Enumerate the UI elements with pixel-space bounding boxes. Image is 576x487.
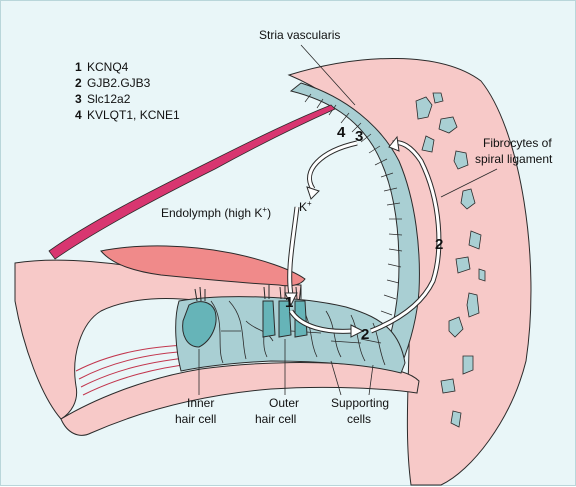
inner-hair-cell-shape bbox=[182, 301, 217, 348]
inner-hair-cell-label-line2: hair cell bbox=[175, 412, 216, 426]
legend: 1 KCNQ4 2 GJB2.GJB3 3 Slc12a2 4 KVLQT1, … bbox=[75, 60, 180, 122]
legend-text-3: Slc12a2 bbox=[87, 92, 131, 106]
stria-leader-line bbox=[300, 44, 356, 106]
outer-hair-cell-shape-1 bbox=[262, 300, 276, 338]
outer-hair-cell-label-line2: hair cell bbox=[255, 412, 296, 426]
endolymph-label: Endolymph (high K+) bbox=[161, 205, 271, 220]
reissners-membrane bbox=[48, 104, 336, 260]
outer-hair-cell-shape-2 bbox=[278, 300, 292, 338]
potassium-ion-label: K+ bbox=[299, 199, 312, 214]
legend-text-1: KCNQ4 bbox=[87, 60, 129, 74]
k-recycling-arrows bbox=[287, 140, 442, 334]
basilar-membrane bbox=[60, 362, 420, 436]
legend-num-3: 3 bbox=[75, 92, 82, 106]
tectorial-membrane bbox=[100, 245, 306, 287]
legend-num-1: 1 bbox=[75, 60, 82, 74]
supporting-cells-label-line1: Supporting bbox=[331, 396, 389, 410]
marker-4: 4 bbox=[337, 124, 346, 141]
marker-3: 3 bbox=[355, 128, 363, 145]
marker-2-ligament: 2 bbox=[435, 236, 443, 253]
supporting-cells-leader-1 bbox=[330, 360, 342, 396]
arrowheads bbox=[284, 135, 400, 338]
fibrocytes-label-line1: Fibrocytes of bbox=[483, 136, 552, 150]
supporting-cells-label-line2: cells bbox=[347, 412, 371, 426]
legend-num-2: 2 bbox=[75, 76, 82, 90]
fibrocytes-leader-line bbox=[440, 168, 498, 198]
fibrocytes-label-line2: spiral ligament bbox=[475, 152, 553, 166]
outer-hair-cell-label-line1: Outer bbox=[269, 396, 299, 410]
legend-num-4: 4 bbox=[75, 108, 82, 122]
inner-hair-cell-label-line1: Inner bbox=[187, 396, 214, 410]
supporting-cells-leader-2 bbox=[368, 364, 374, 396]
marker-2-supporting: 2 bbox=[361, 326, 369, 343]
marker-1: 1 bbox=[285, 294, 293, 311]
stria-vascularis-label: Stria vascularis bbox=[259, 28, 340, 42]
fibrocyte-blobs bbox=[415, 92, 486, 428]
legend-text-4: KVLQT1, KCNE1 bbox=[87, 108, 180, 122]
legend-text-2: GJB2.GJB3 bbox=[87, 76, 151, 90]
